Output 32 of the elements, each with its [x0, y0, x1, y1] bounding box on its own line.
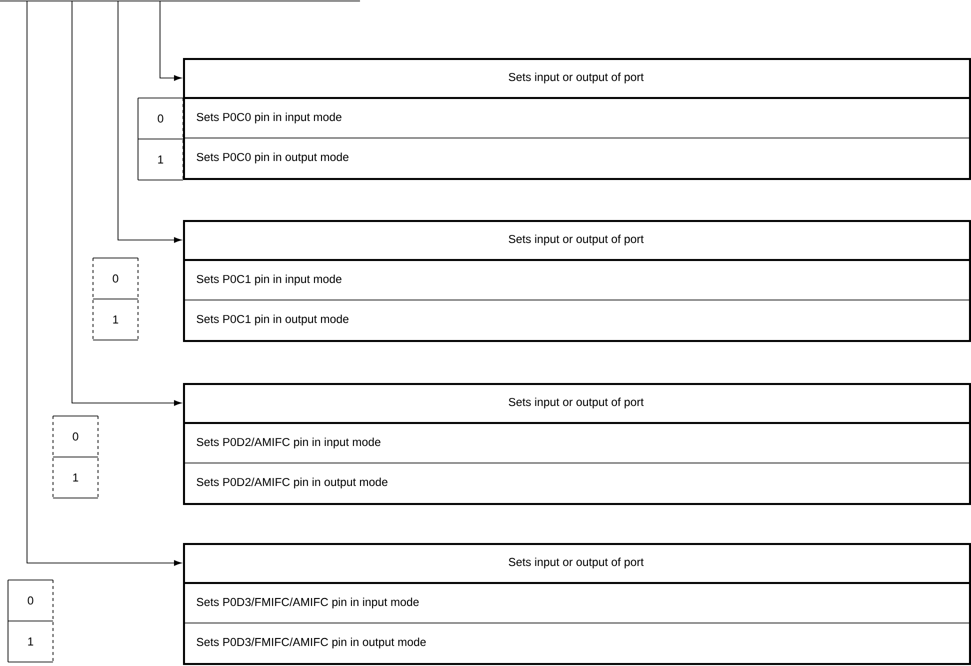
arrow: [160, 0, 182, 81]
bit-value: 1: [113, 316, 118, 324]
register-table: [182, 58, 971, 180]
arrow: [72, 0, 182, 406]
bit-value: 0: [28, 596, 34, 605]
table-cell: Sets P0C1 pin in input mode: [196, 274, 342, 286]
register-table: [182, 383, 971, 505]
bit-cells: [92, 258, 138, 340]
bit-value: 1: [28, 638, 34, 646]
bit-cells: [8, 580, 54, 662]
table-cell: Sets P0D3/FMIFC/AMIFC pin in output mode: [196, 638, 426, 648]
table-cell: Sets P0C1 pin in output mode: [196, 314, 348, 326]
register-table: [182, 220, 971, 342]
arrow: [26, 0, 182, 566]
table-cell: Sets P0D2/AMIFC pin in input mode: [196, 438, 380, 448]
bit-value: 1: [158, 156, 164, 164]
register-table: [182, 543, 971, 665]
table-heading: Sets input or output of port: [508, 398, 644, 408]
table-cell: Sets P0C0 pin in output mode: [196, 152, 348, 164]
arrow: [118, 0, 182, 243]
bit-cells: [52, 416, 98, 498]
table-cell: Sets P0D3/FMIFC/AMIFC pin in input mode: [196, 598, 419, 608]
bit-value: 1: [73, 474, 78, 482]
bit-cells: [138, 98, 184, 180]
table-heading: Sets input or output of port: [508, 72, 644, 84]
table-heading: Sets input or output of port: [508, 234, 644, 246]
bit-value: 0: [112, 274, 118, 283]
bit-value: 0: [158, 114, 164, 123]
table-cell: Sets P0C0 pin in input mode: [196, 112, 342, 124]
bit-value: 0: [72, 432, 78, 441]
table-cell: Sets P0D2/AMIFC pin in output mode: [196, 478, 388, 488]
table-heading: Sets input or output of port: [508, 558, 644, 568]
